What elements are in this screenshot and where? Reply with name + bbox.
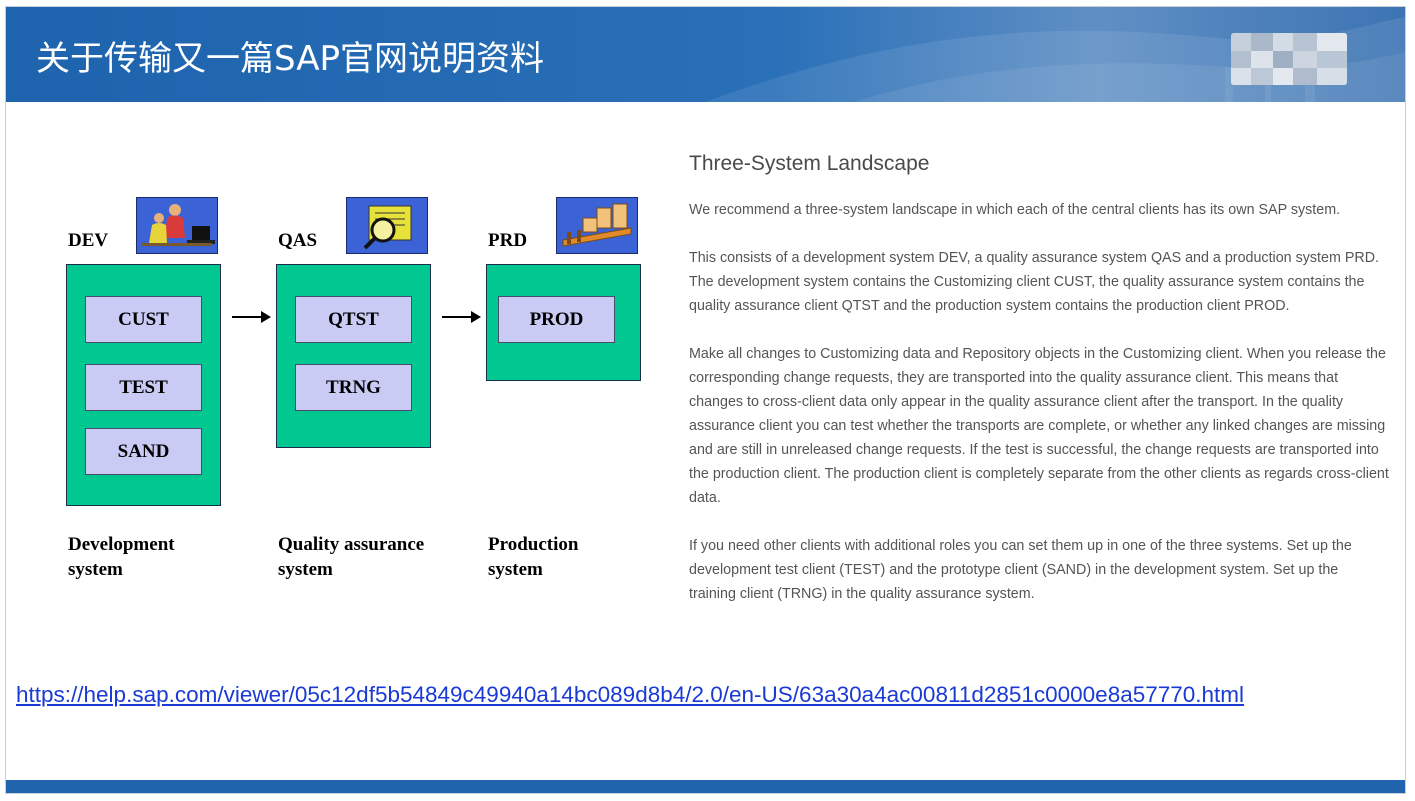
three-system-diagram: DEV CUST TEST SAND QAS bbox=[56, 192, 656, 592]
factory-icon bbox=[556, 197, 638, 254]
arrow-dev-to-qas bbox=[232, 311, 271, 323]
article-title: Three-System Landscape bbox=[689, 152, 930, 175]
system-label-prd: PRD bbox=[488, 230, 528, 251]
logo-blurred bbox=[1231, 33, 1347, 85]
article-paragraph: This consists of a development system DE… bbox=[689, 250, 1379, 314]
slide: 关于传输又一篇SAP官网说明资料 DEV bbox=[5, 6, 1406, 794]
client-sand: SAND bbox=[85, 428, 202, 475]
header-banner: 关于传输又一篇SAP官网说明资料 bbox=[6, 7, 1405, 102]
client-test: TEST bbox=[85, 364, 202, 411]
page-title: 关于传输又一篇SAP官网说明资料 bbox=[36, 39, 544, 79]
client-prod: PROD bbox=[498, 296, 615, 343]
article-paragraph: We recommend a three-system landscape in… bbox=[689, 202, 1341, 218]
footer-bar bbox=[6, 780, 1405, 793]
article-paragraph: Make all changes to Customizing data and… bbox=[689, 346, 1389, 506]
client-qtst: QTST bbox=[295, 296, 412, 343]
system-box-prd: PROD bbox=[486, 264, 641, 381]
system-box-dev: CUST TEST SAND bbox=[66, 264, 221, 506]
arrow-qas-to-prd bbox=[442, 311, 481, 323]
caption-line: system bbox=[68, 559, 123, 580]
client-trng: TRNG bbox=[295, 364, 412, 411]
people-at-computer-icon bbox=[136, 197, 218, 254]
sap-help-link[interactable]: https://help.sap.com/viewer/05c12df5b548… bbox=[16, 682, 1245, 707]
magnifier-document-icon bbox=[346, 197, 428, 254]
caption-line: Production bbox=[488, 534, 579, 555]
client-cust: CUST bbox=[85, 296, 202, 343]
article-paragraph: If you need other clients with additiona… bbox=[689, 538, 1352, 602]
caption-line: system bbox=[278, 559, 333, 580]
caption-line: Quality assurance bbox=[278, 534, 425, 555]
caption-quality-assurance-system: Quality assurance system bbox=[278, 532, 424, 582]
caption-line: Development bbox=[68, 534, 175, 555]
caption-production-system: Production system bbox=[488, 532, 578, 582]
caption-development-system: Development system bbox=[68, 532, 175, 582]
system-label-qas: QAS bbox=[278, 230, 318, 251]
caption-line: system bbox=[488, 559, 543, 580]
system-label-dev: DEV bbox=[68, 230, 109, 251]
article: Three-System Landscape We recommend a th… bbox=[689, 152, 1389, 630]
system-box-qas: QTST TRNG bbox=[276, 264, 431, 448]
